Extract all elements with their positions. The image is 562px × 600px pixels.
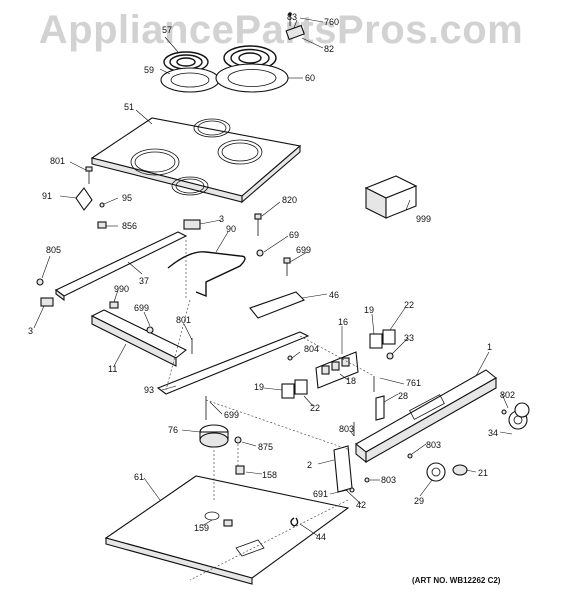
infinite-switch [199, 396, 229, 448]
wire-harness [167, 251, 246, 298]
callout-22: 22 [404, 300, 414, 310]
upper-fasteners [254, 213, 291, 276]
callout-19: 19 [364, 305, 374, 315]
callout-803-b: 803 [426, 440, 441, 450]
callout-990: 990 [114, 284, 129, 294]
callout-802: 802 [500, 390, 515, 400]
callout-19-b: 19 [254, 382, 264, 392]
callout-3: 3 [219, 214, 224, 224]
knob-set-upper [369, 329, 396, 360]
callout-999: 999 [416, 214, 431, 224]
watermark-text: AppliancePartsPros.com [38, 8, 524, 52]
callout-95: 95 [122, 193, 132, 203]
control-panel [355, 369, 497, 464]
callout-158: 158 [262, 470, 277, 480]
screw-804 [287, 355, 293, 361]
end-cap-left [40, 297, 54, 307]
assembly-guide-lines [165, 240, 375, 581]
callout-82: 82 [324, 44, 334, 54]
callout-699: 699 [296, 245, 311, 255]
drip-pan-large [215, 63, 289, 93]
screw-875 [234, 436, 242, 444]
callout-60: 60 [305, 73, 315, 83]
callout-2: 2 [307, 460, 312, 470]
leader-lines [33, 17, 513, 537]
callout-803-c: 803 [381, 475, 396, 485]
spring-clip-44 [290, 517, 299, 527]
clip-158 [235, 465, 245, 475]
callout-21: 21 [478, 468, 488, 478]
cooktop [90, 117, 302, 204]
callout-59: 59 [144, 65, 154, 75]
callout-57: 57 [162, 25, 172, 35]
front-trim-strip [54, 219, 201, 302]
bottom-pan [104, 475, 350, 585]
lower-panel [90, 309, 193, 367]
callout-93: 93 [144, 385, 154, 395]
screw-803-b [407, 453, 413, 459]
bracket-46 [249, 291, 305, 319]
callout-34: 34 [488, 428, 498, 438]
callout-83: 83 [287, 12, 297, 22]
art-number: (ART NO. WB12262 C2) [412, 576, 501, 585]
callout-37: 37 [139, 276, 149, 286]
callout-91: 91 [42, 191, 52, 201]
control-knobs-right [501, 402, 530, 430]
callout-804: 804 [304, 344, 319, 354]
callout-801: 801 [50, 156, 65, 166]
callout-90: 90 [226, 224, 236, 234]
control-switches [315, 351, 359, 389]
callout-42: 42 [356, 500, 366, 510]
callout-18: 18 [346, 376, 356, 386]
callout-159: 159 [194, 523, 209, 533]
parts-package [364, 175, 418, 219]
callout-51: 51 [124, 102, 134, 112]
callout-33: 33 [404, 333, 414, 343]
bracket-28 [375, 395, 385, 421]
callout-803: 803 [339, 424, 354, 434]
screw-803-c [364, 477, 370, 483]
terminal-block-parts [285, 12, 305, 41]
callout-856: 856 [122, 221, 137, 231]
callout-61: 61 [134, 472, 144, 482]
callout-761: 761 [406, 378, 421, 388]
side-bracket [333, 445, 353, 493]
screw-691 [349, 487, 355, 493]
drip-pan-small [160, 67, 220, 93]
callout-69: 69 [289, 230, 299, 240]
callout-3-left: 3 [28, 326, 33, 336]
control-knobs-lower [426, 462, 468, 482]
callout-16: 16 [338, 317, 348, 327]
callout-875: 875 [258, 442, 273, 452]
callout-820: 820 [282, 195, 297, 205]
callout-44: 44 [316, 532, 326, 542]
knob-set-lower [281, 379, 308, 399]
callout-28: 28 [398, 391, 408, 401]
callout-46: 46 [329, 290, 339, 300]
callout-76: 76 [168, 425, 178, 435]
callout-29: 29 [414, 496, 424, 506]
callout-1: 1 [487, 342, 492, 352]
rear-bracket [156, 331, 310, 395]
callout-805: 805 [46, 245, 61, 255]
callout-801-b: 801 [176, 315, 191, 325]
clip-990 [109, 301, 119, 309]
callout-699-c: 699 [224, 410, 239, 420]
left-fasteners [75, 166, 107, 229]
callout-22-b: 22 [310, 403, 320, 413]
callout-11: 11 [108, 364, 117, 374]
callout-699-b: 699 [134, 303, 149, 313]
screw-805 [36, 278, 44, 286]
callout-labels: 57 59 83 760 82 60 51 801 91 95 856 3 90… [28, 12, 515, 542]
callout-691: 691 [313, 489, 328, 499]
callout-760: 760 [324, 17, 339, 27]
